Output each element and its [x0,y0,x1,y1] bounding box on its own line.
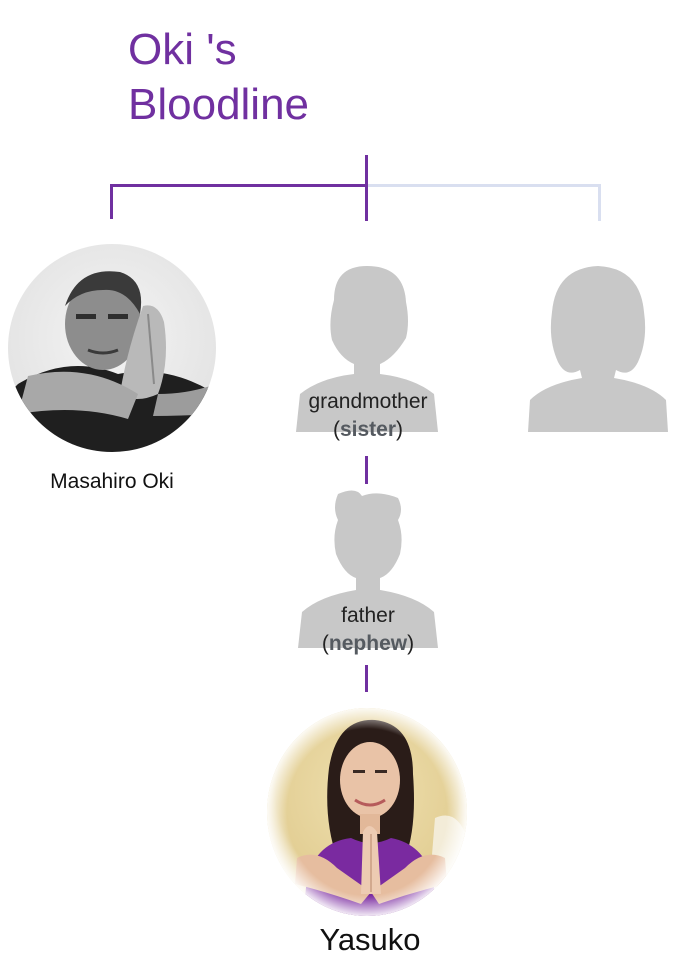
diagram-title: Oki 's Bloodline [128,22,309,132]
masahiro-oki-name: Masahiro Oki [50,470,174,493]
masahiro-oki-photo [8,244,216,452]
connector-horizontal-left [110,184,368,187]
father-role: father [341,604,395,627]
father-relation: nephew [328,632,408,655]
title-line-1: Oki 's [128,25,237,74]
connector-down-right [598,184,601,221]
father-relation-line: (nephew) [321,632,415,655]
father-label: father (nephew) [268,602,468,658]
grandmother-relation-line: (sister) [332,418,404,441]
grandmother-label: grandmother (sister) [268,388,468,444]
connector-horizontal-right [368,184,601,187]
grandmother-relation: sister [339,418,397,441]
connector-grandmother-father [365,456,368,484]
connector-down-oki [110,184,113,219]
yasuko-photo [267,708,467,916]
title-line-2: Bloodline [128,80,310,129]
connector-father-yasuko [365,665,368,692]
relative-silhouette-icon [528,266,668,432]
connector-top-vertical [365,155,368,221]
yasuko-name: Yasuko [319,922,421,957]
father-silhouette-icon [298,490,438,648]
grandmother-silhouette-icon [296,266,438,432]
grandmother-role: grandmother [308,390,428,413]
